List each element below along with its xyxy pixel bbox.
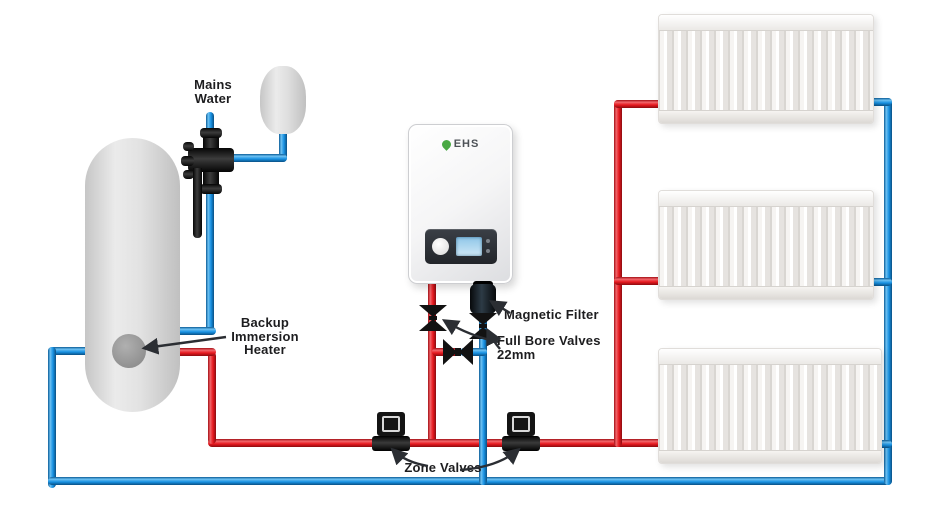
pipe-return-boiler	[479, 268, 487, 485]
zone-valve-1-window	[382, 416, 400, 432]
pipe-flow-main	[208, 439, 668, 447]
boiler-button-1	[486, 239, 490, 243]
boiler-brand-text: EHS	[453, 138, 480, 150]
zone-valve-1	[372, 412, 410, 452]
hot-water-cylinder	[85, 138, 180, 412]
zone-valve-2	[502, 412, 540, 452]
pipe-return-radiator-drop	[884, 98, 892, 485]
pipe-expansion-vessel-v	[279, 124, 287, 162]
zone-valve-2-window	[512, 416, 530, 432]
radiator-2-top-rail	[659, 191, 873, 207]
immersion-heater-boss	[112, 334, 146, 368]
radiator-3-top-rail	[659, 349, 881, 365]
mains-valve-union2	[181, 156, 194, 166]
radiator-1	[658, 14, 874, 124]
label-backup-line2: Immersion	[231, 328, 299, 344]
boiler-logo: EHS	[409, 137, 512, 151]
boiler-control-panel	[425, 229, 497, 264]
expansion-vessel	[260, 66, 306, 134]
label-mains-water: Mains Water	[168, 78, 258, 105]
pipe-flow-cylinder-h	[172, 348, 216, 356]
pipe-return-bottom	[48, 477, 892, 485]
label-zone-valves: Zone Valves	[404, 460, 482, 475]
cylinder-sensor-pipe	[193, 168, 202, 238]
radiator-3-bottom-rail	[659, 450, 881, 463]
label-backup-immersion-heater: Backup Immersion Heater	[220, 316, 310, 357]
zone-valve-1-body	[372, 436, 410, 451]
pipe-expansion-vessel-h	[212, 154, 287, 162]
radiator-2-bottom-rail	[659, 286, 873, 299]
radiator-2	[658, 190, 874, 300]
magnetic-filter	[470, 284, 496, 314]
pipe-flow-boiler	[428, 268, 436, 447]
pipe-flow-radiator2	[614, 277, 664, 285]
pipe-return-radiator2	[858, 278, 892, 286]
label-backup-line3: Heater	[244, 342, 286, 358]
filling-loop-valve	[443, 339, 473, 365]
pipe-cold-cylinder-h	[172, 327, 216, 335]
label-magnetic-filter: Magnetic Filter	[504, 307, 599, 322]
mains-valve-union3	[183, 170, 194, 179]
radiator-3	[658, 348, 882, 464]
pipe-fill-loop-right	[460, 348, 487, 356]
radiator-1-bottom-rail	[659, 110, 873, 123]
radiator-1-fins	[659, 31, 873, 111]
label-mains-water-line2: Water	[194, 90, 232, 106]
label-full-bore-line2: 22mm	[497, 346, 536, 362]
pipe-flow-cylinder-v	[208, 352, 216, 444]
radiator-1-top-rail	[659, 15, 873, 31]
pipe-flow-radiator1	[614, 100, 664, 108]
label-full-bore-line1: Full Bore Valves	[497, 333, 601, 348]
pipe-return-radiator1	[858, 98, 892, 106]
pipe-return-cylinder-h	[48, 347, 94, 355]
pipe-return-left-drop	[48, 347, 56, 488]
zone-valve-1-head	[377, 412, 405, 436]
label-mains-water-line1: Mains	[194, 77, 232, 92]
isolation-valve-return	[469, 313, 497, 339]
zone-valve-2-head	[507, 412, 535, 436]
boiler-display	[456, 237, 482, 256]
mains-valve-nut-bottom	[200, 184, 222, 194]
mains-valve-nut-top	[200, 128, 222, 138]
radiator-2-fins	[659, 207, 873, 287]
isolation-valve-flow	[419, 305, 447, 331]
electric-boiler: EHS	[408, 124, 513, 284]
pipe-mains-inlet-bottom	[206, 180, 214, 335]
pipe-flow-radiator-riser	[614, 100, 622, 447]
zone-valve-2-body	[502, 436, 540, 451]
mains-valve-union1	[183, 142, 194, 151]
boiler-button-2	[486, 249, 490, 253]
label-backup-line1: Backup	[240, 315, 290, 330]
label-full-bore-valves: Full Bore Valves 22mm	[497, 334, 617, 361]
boiler-dial-button	[432, 238, 449, 255]
ehs-logo-icon	[439, 137, 453, 151]
radiator-3-fins	[659, 365, 881, 451]
